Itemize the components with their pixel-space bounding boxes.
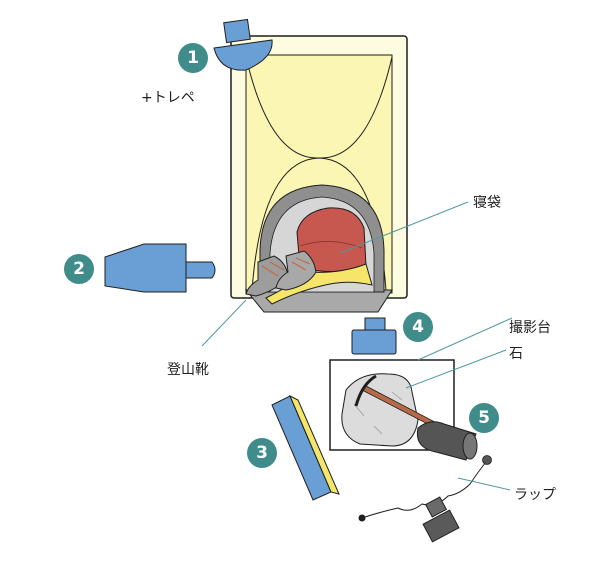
light-1-reflector — [213, 18, 273, 71]
badge-3: 3 — [247, 438, 277, 468]
badge-4: 4 — [403, 312, 433, 342]
light-4-head — [351, 317, 397, 355]
light-2-softbox — [104, 243, 216, 293]
badge-2: 2 — [64, 254, 94, 284]
leader-lines — [201, 201, 513, 491]
light-3-stripbox — [271, 394, 340, 501]
badge-5: 5 — [469, 403, 499, 433]
hiking-boots — [245, 250, 317, 297]
label-stone: 石 — [509, 346, 523, 362]
label-tracing-paper: +トレペ — [141, 90, 195, 106]
wrap-line — [358, 455, 492, 522]
tray — [244, 289, 393, 313]
sleeping-bag — [296, 207, 367, 273]
camera — [422, 496, 460, 543]
light-5-head — [416, 421, 478, 461]
label-sleeping-bag: 寝袋 — [473, 195, 501, 211]
badge-1: 1 — [178, 43, 208, 73]
label-hiking-boots: 登山靴 — [167, 362, 209, 378]
label-wrap: ラップ — [514, 487, 556, 503]
label-shooting-table: 撮影台 — [509, 320, 551, 336]
